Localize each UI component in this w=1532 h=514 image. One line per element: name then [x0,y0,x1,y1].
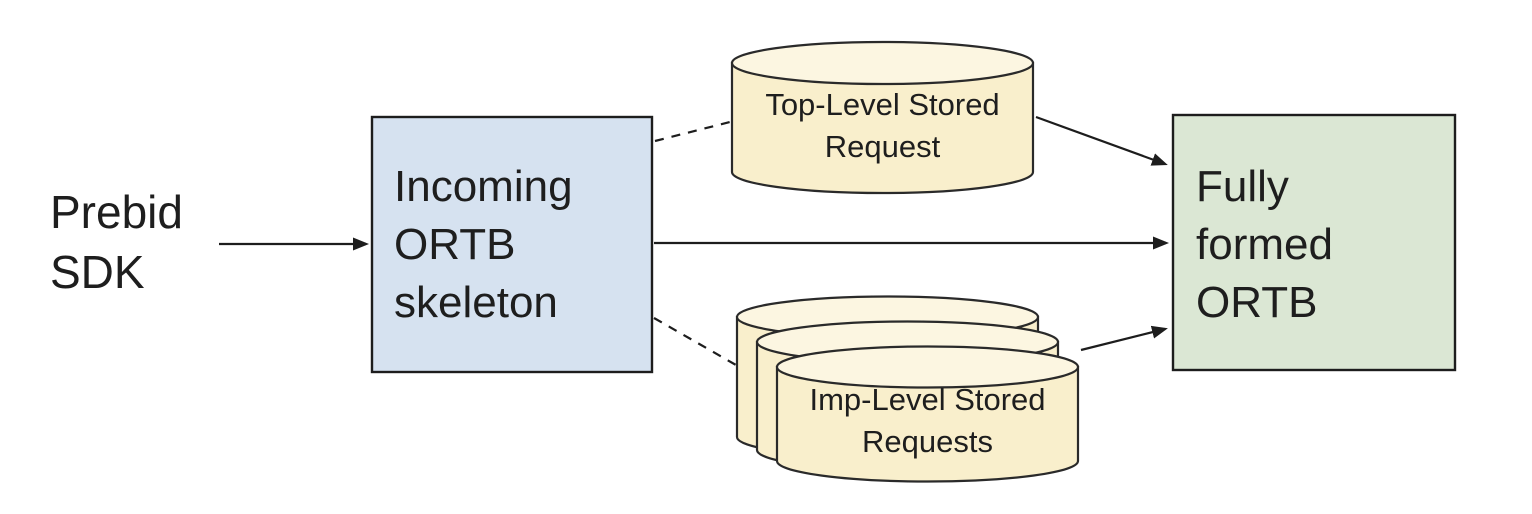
incoming-ortb-label: Incoming ORTB skeleton [394,162,573,327]
imp-stored-requests-cylinder-stack [735,295,1080,483]
top-stored-request-label: Top-Level Stored Request [765,87,1000,164]
imp-stored-cylinder-front [775,345,1080,483]
fully-formed-ortb-box [1171,113,1457,372]
prebid-sdk-label: Prebid SDK [50,186,183,298]
incoming-ortb-box [370,115,654,374]
top-stored-request-cylinder [730,40,1035,195]
fully-formed-ortb-label: Fully formed ORTB [1196,162,1333,327]
imp-stored-cylinder-front-body [775,365,1080,483]
imp-stored-cylinder-front-top [775,345,1080,389]
edge-top-stored-to-fully-formed [1035,115,1168,166]
edge-incoming-to-imp-stored [653,317,737,366]
top-stored-cylinder-body [730,61,1035,195]
imp-stored-requests-label: Imp-Level Stored Requests [809,382,1046,459]
top-stored-cylinder-top [730,40,1035,86]
edge-incoming-to-top-stored [654,120,731,143]
edge-imp-stored-to-fully-formed [1080,325,1168,352]
